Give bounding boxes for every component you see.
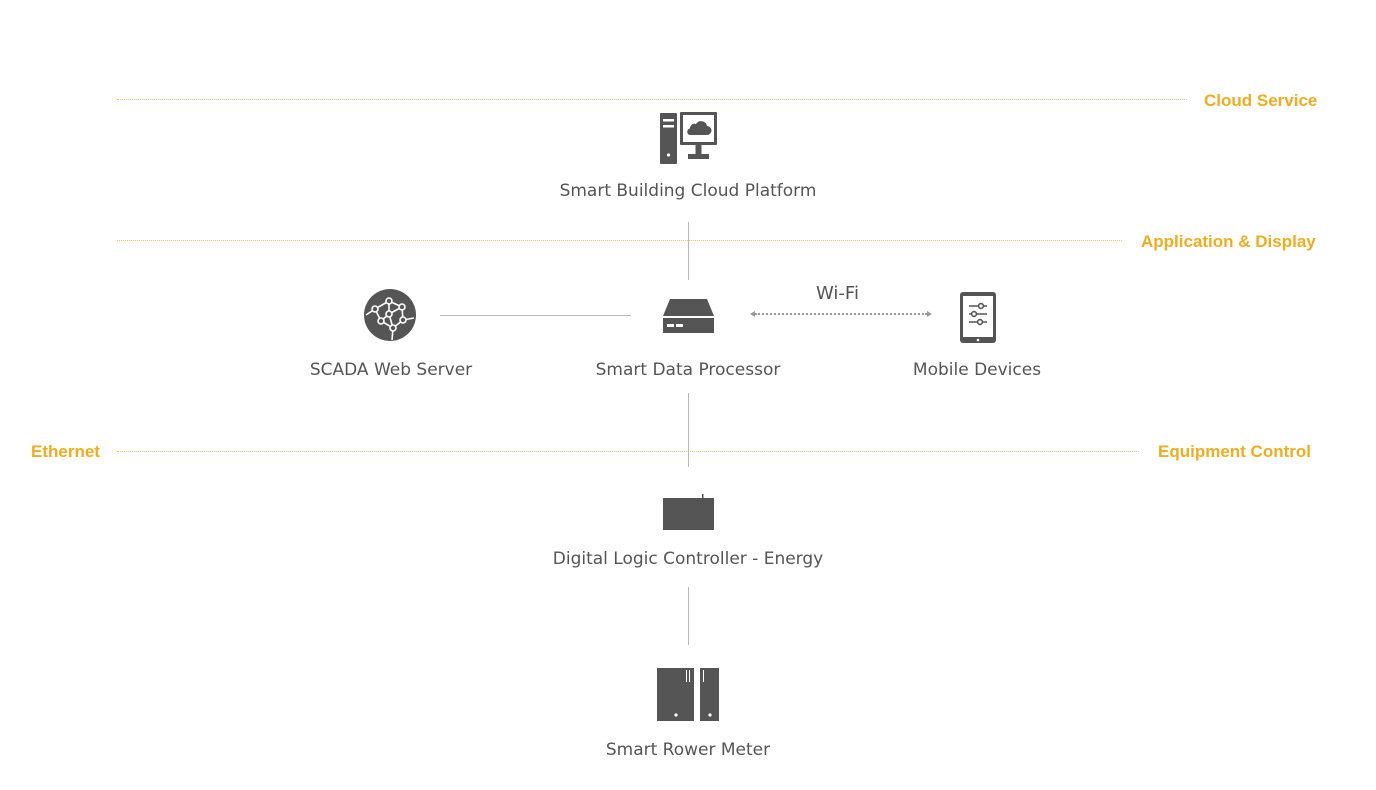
- wifi-arrow-right-icon: [927, 311, 932, 317]
- connector-cloud-to-processor: [688, 222, 689, 280]
- mobile-devices-label: Mobile Devices: [912, 360, 1042, 380]
- power-meter-label: Smart Rower Meter: [605, 740, 771, 760]
- application-display-label: Application & Display: [1141, 232, 1316, 251]
- connector-controller-to-meter: [688, 587, 689, 645]
- connector-processor-to-controller: [688, 393, 689, 467]
- equipment-control-tier-line: [117, 451, 1139, 452]
- equipment-control-label: Equipment Control: [1158, 442, 1311, 461]
- globe-network-icon: [363, 288, 417, 342]
- cloud-service-label: Cloud Service: [1204, 91, 1318, 110]
- controller-box-icon: [662, 494, 715, 531]
- data-processor-label: Smart Data Processor: [595, 360, 781, 380]
- cloud-computer-icon: [659, 111, 717, 165]
- cloud-service-tier-line: [117, 99, 1187, 100]
- tablet-settings-icon: [959, 291, 997, 344]
- meter-cabinet-icon: [656, 667, 720, 722]
- wifi-link-label: Wi-Fi: [816, 283, 859, 304]
- connector-scada-to-processor: [440, 315, 631, 316]
- ethernet-label: Ethernet: [31, 442, 100, 461]
- wifi-link-line: [755, 313, 927, 315]
- logic-controller-label: Digital Logic Controller - Energy: [552, 549, 824, 569]
- server-box-icon: [661, 298, 716, 334]
- wifi-arrow-left-icon: [750, 311, 755, 317]
- scada-label: SCADA Web Server: [309, 360, 473, 380]
- cloud-platform-label: Smart Building Cloud Platform: [559, 181, 817, 201]
- application-display-tier-line: [117, 240, 1122, 241]
